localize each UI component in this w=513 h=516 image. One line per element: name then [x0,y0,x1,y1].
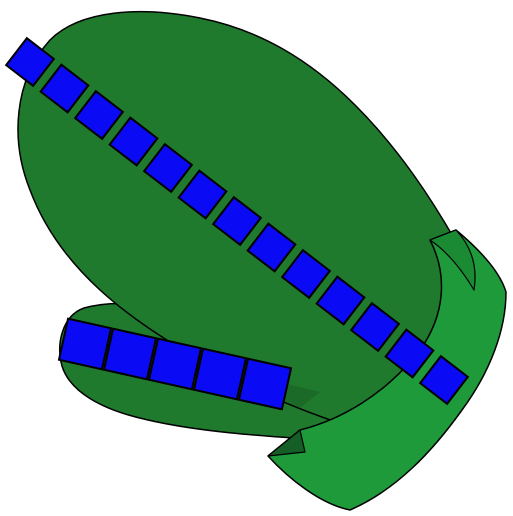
thumb-stripe-square [104,329,156,380]
thumb-stripe-square [194,349,246,400]
thumb-stripe-square [149,339,201,390]
thumb-stripe-square [239,359,291,410]
thumb-stripe-square [59,319,111,370]
